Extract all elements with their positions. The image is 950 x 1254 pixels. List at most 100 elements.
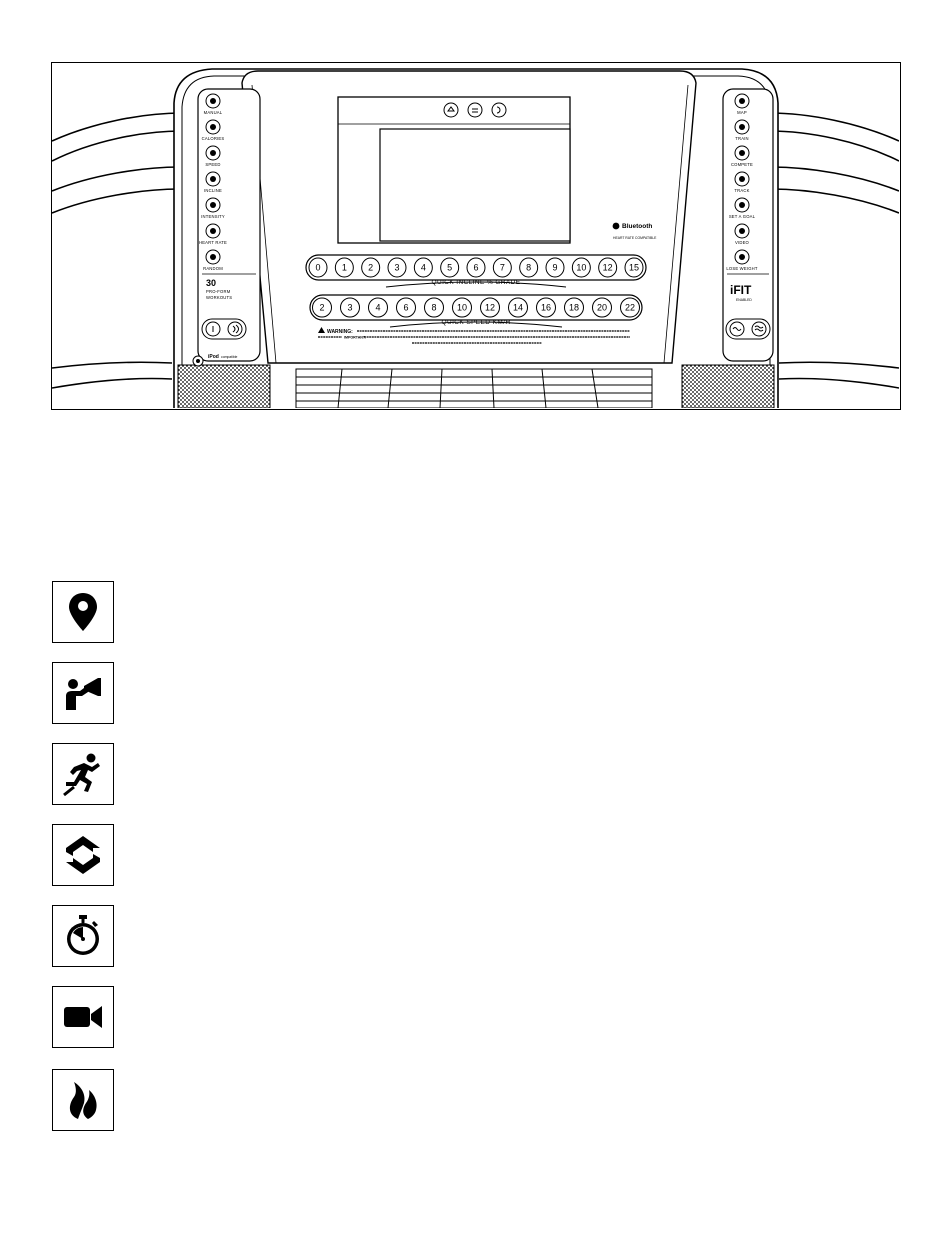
- button-glyph-icon: [739, 202, 745, 208]
- button-glyph-icon: [739, 254, 745, 260]
- right-button-label: VIDEO: [735, 240, 750, 245]
- speed-key-label: 10: [457, 303, 467, 313]
- video-camera-icon: [64, 1006, 102, 1028]
- right-button-set-a-goal[interactable]: SET A GOAL: [729, 197, 756, 219]
- right-button-label: COMPETE: [731, 162, 753, 167]
- left-handrail: [52, 112, 183, 389]
- right-button-map[interactable]: MAP: [734, 93, 750, 115]
- incline-key-label: 3: [394, 263, 399, 273]
- speed-key-label: 8: [431, 303, 436, 313]
- incline-key-9[interactable]: 9: [545, 257, 565, 278]
- right-button-lose-weight[interactable]: LOSE WEIGHT: [726, 249, 758, 271]
- speed-key-3[interactable]: 3: [340, 297, 360, 318]
- incline-key-label: 9: [552, 263, 557, 273]
- compete-icon-box: [52, 743, 114, 805]
- incline-key-label: 1: [342, 263, 347, 273]
- speed-key-2[interactable]: 2: [312, 297, 332, 318]
- incline-key-4[interactable]: 4: [413, 257, 433, 278]
- left-button-label: INCLINE: [204, 188, 222, 193]
- left-button-heart-rate[interactable]: HEART RATE: [199, 223, 227, 245]
- left-button-random[interactable]: RANDOM: [203, 249, 223, 271]
- left-button-intensity[interactable]: INTENSITY: [201, 197, 225, 219]
- incline-key-10[interactable]: 10: [571, 257, 591, 278]
- left-button-manual[interactable]: MANUAL: [204, 93, 223, 115]
- workouts-count: 30: [206, 278, 216, 288]
- warning-title: WARNING:: [327, 329, 353, 335]
- incline-key-6[interactable]: 6: [466, 257, 486, 278]
- button-glyph-icon: [739, 98, 745, 104]
- right-ifit-buttons: MAP TRAIN COMPETE TRACK SET A GOAL VIDEO LOSE …: [726, 93, 758, 271]
- left-button-label: RANDOM: [203, 266, 223, 271]
- speed-key-16[interactable]: 16: [536, 297, 556, 318]
- incline-key-5[interactable]: 5: [440, 257, 460, 278]
- incline-key-label: 6: [473, 263, 478, 273]
- speed-key-label: 18: [569, 303, 579, 313]
- speed-key-label: 3: [347, 303, 352, 313]
- set-goal-stopwatch-icon: [67, 915, 99, 955]
- workouts-label-2: WORKOUTS: [206, 295, 232, 300]
- audio-buttons-right: [725, 318, 771, 340]
- quick-incline-caption: QUICK INCLINE % GRADE: [432, 279, 521, 286]
- speed-key-8[interactable]: 8: [424, 297, 444, 318]
- quick-speed-keys: 2 3 4 6 8 10 12 14 16 18 20 22: [312, 297, 640, 318]
- right-button-label: SET A GOAL: [729, 214, 756, 219]
- left-button-calories[interactable]: CALORIES: [202, 119, 225, 141]
- speed-key-label: 2: [319, 303, 324, 313]
- incline-key-12[interactable]: 12: [598, 257, 618, 278]
- important-label: IMPORTANT:: [344, 336, 366, 340]
- incline-key-3[interactable]: 3: [387, 257, 407, 278]
- speed-key-4[interactable]: 4: [368, 297, 388, 318]
- left-button-label: MANUAL: [204, 110, 223, 115]
- left-button-incline[interactable]: INCLINE: [204, 171, 222, 193]
- left-button-label: CALORIES: [202, 136, 225, 141]
- speed-key-label: 20: [597, 303, 607, 313]
- speed-key-label: 22: [625, 303, 635, 313]
- right-button-track[interactable]: TRACK: [734, 171, 750, 193]
- ipod-suffix: compatible: [221, 355, 238, 359]
- speed-key-20[interactable]: 20: [592, 297, 612, 318]
- track-arrows-icon: [66, 836, 100, 874]
- map-pin-icon: [69, 593, 97, 631]
- quick-speed-caption: QUICK SPEED KM/H: [442, 319, 511, 326]
- incline-key-7[interactable]: 7: [492, 257, 512, 278]
- speed-key-label: 16: [541, 303, 551, 313]
- map-icon-box: [52, 581, 114, 643]
- incline-key-2[interactable]: 2: [361, 257, 381, 278]
- right-button-label: MAP: [737, 110, 747, 115]
- right-button-label: TRAIN: [735, 136, 749, 141]
- incline-key-label: 7: [500, 263, 505, 273]
- speed-key-12[interactable]: 12: [480, 297, 500, 318]
- incline-key-15[interactable]: 15: [624, 257, 644, 278]
- incline-key-label: 8: [526, 263, 531, 273]
- left-button-label: INTENSITY: [201, 214, 225, 219]
- left-button-label: HEART RATE: [199, 240, 227, 245]
- display-top-buttons: [443, 102, 507, 118]
- left-button-speed[interactable]: SPEED: [205, 145, 221, 167]
- button-glyph-icon: [210, 202, 216, 208]
- incline-key-1[interactable]: 1: [334, 257, 354, 278]
- incline-key-label: 10: [576, 263, 586, 273]
- bluetooth-sub: HEART RATE COMPATIBLE: [613, 236, 657, 240]
- bluetooth-badge: Bluetooth HEART RATE COMPATIBLE: [612, 222, 657, 240]
- button-glyph-icon: [210, 254, 216, 260]
- speed-key-6[interactable]: 6: [396, 297, 416, 318]
- speed-key-14[interactable]: 14: [508, 297, 528, 318]
- button-glyph-icon: [739, 124, 745, 130]
- speed-key-22[interactable]: 22: [620, 297, 640, 318]
- speed-key-label: 4: [375, 303, 380, 313]
- incline-key-8[interactable]: 8: [519, 257, 539, 278]
- button-glyph-icon: [210, 98, 216, 104]
- speed-key-18[interactable]: 18: [564, 297, 584, 318]
- incline-key-label: 12: [603, 263, 613, 273]
- right-button-label: LOSE WEIGHT: [726, 266, 758, 271]
- speed-key-10[interactable]: 10: [452, 297, 472, 318]
- track-icon-box: [52, 824, 114, 886]
- right-button-compete[interactable]: COMPETE: [731, 145, 753, 167]
- right-button-train[interactable]: TRAIN: [734, 119, 750, 141]
- incline-key-0[interactable]: 0: [308, 257, 328, 278]
- right-button-video[interactable]: VIDEO: [734, 223, 750, 245]
- set-goal-icon-box: [52, 905, 114, 967]
- right-button-label: TRACK: [734, 188, 749, 193]
